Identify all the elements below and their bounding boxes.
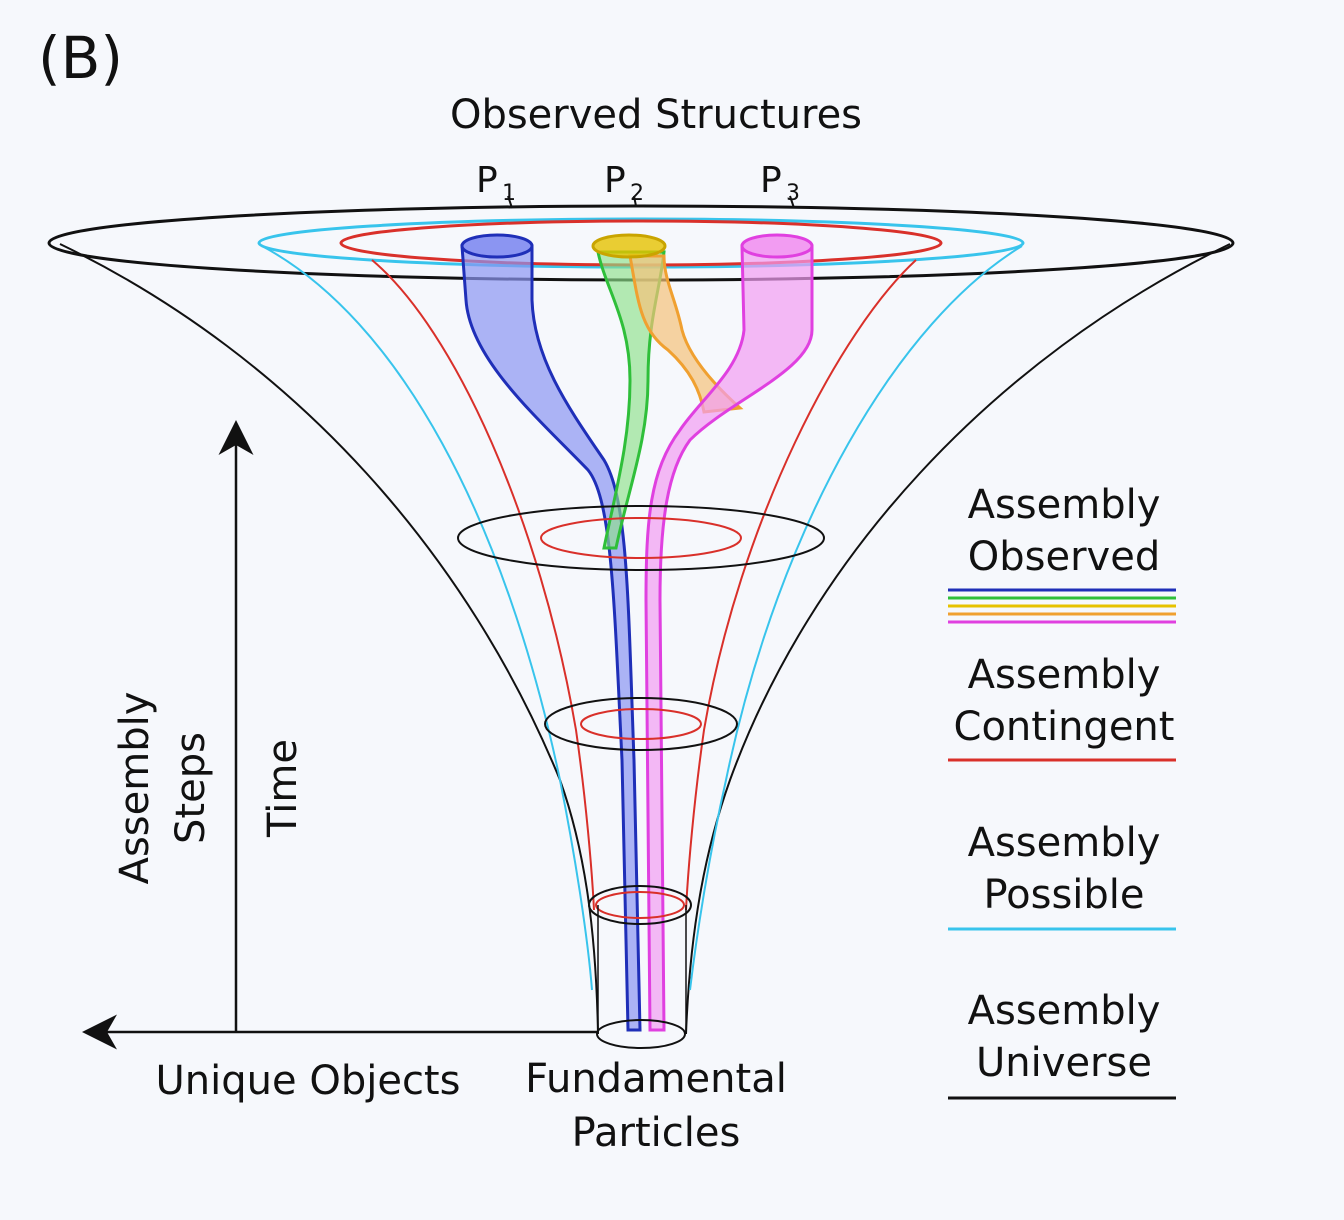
legend-observed-swatches [948,588,1176,624]
ring-level-2-outer [544,697,738,751]
legend-contingent-line1: Assembly [968,652,1161,698]
pathway-label-p3-main: P [760,160,782,201]
legend-entry-possible: Assembly Possible [948,820,1176,931]
pathway-label-p2-main: P [604,160,626,201]
pathway-label-p2-sub: 2 [630,181,644,206]
legend-entry-contingent: Assembly Contingent [948,652,1176,762]
fundamental-particles-label-line1: Fundamental [525,1056,787,1102]
pathway-p2-top [591,233,667,259]
assembly-steps-label-line1: Assembly [112,692,158,885]
axes [82,420,598,1050]
pathway-p3-magenta [644,244,814,1032]
legend-possible-line2: Possible [983,872,1144,918]
legend-possible-line1: Assembly [968,820,1161,866]
pathway-p3-top [740,233,814,259]
pathway-label-p1-main: P [476,160,498,201]
panel-label: (B) [38,24,123,92]
ring-level-2-inner [580,708,702,740]
observed-pathways [460,233,814,1032]
time-label: Time [260,739,306,838]
pathway-label-p3: P 3 [760,160,800,206]
unique-objects-label: Unique Objects [156,1058,461,1104]
assembly-steps-label-line2: Steps [168,732,214,844]
legend-universe-line1: Assembly [968,988,1161,1034]
legend-entry-universe: Assembly Universe [948,988,1176,1100]
fundamental-particles-label-line2: Particles [572,1110,741,1156]
legend-entry-observed: Assembly Observed [948,482,1176,624]
pathway-p1-blue [460,244,642,1032]
pathway-label-p3-sub: 3 [786,181,800,206]
legend-observed-line2: Observed [968,534,1160,580]
legend-observed-line1: Assembly [968,482,1161,528]
cross-section-rings [457,505,825,1049]
ring-base [596,1019,686,1049]
pathway-p2-orange [628,254,744,414]
pathway-label-p2: P 2 [604,160,644,206]
legend-universe-line2: Universe [976,1040,1152,1086]
legend: Assembly Observed Assembly Contingent As… [948,482,1176,1100]
pathway-p1-top [460,233,534,259]
ring-level-3-outer [588,885,692,925]
legend-contingent-line2: Contingent [954,704,1175,750]
pathway-label-p1: P 1 [476,160,516,206]
observed-structures-title: Observed Structures [450,92,862,138]
ring-level-1-inner [540,517,742,559]
ring-level-1-outer [457,505,825,571]
pathway-label-p1-sub: 1 [502,181,516,206]
ring-level-3-inner [595,891,685,919]
